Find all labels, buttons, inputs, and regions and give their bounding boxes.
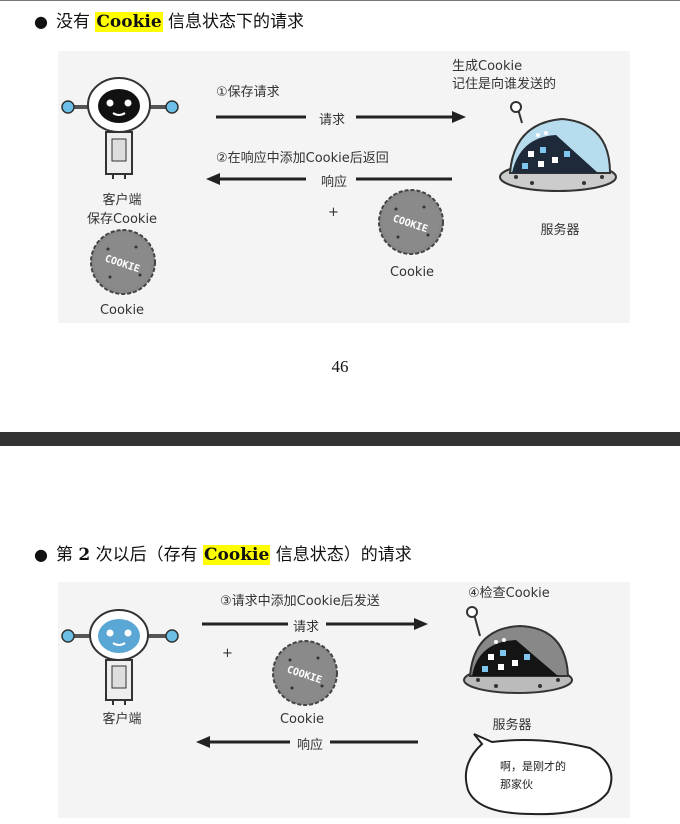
section2-heading: ●第 2 次以后（存有 Cookie 信息状态）的请求 xyxy=(34,545,412,565)
server-robot-icon xyxy=(499,101,617,192)
plus-sign: + xyxy=(328,205,339,220)
server-label: 服务器 xyxy=(540,223,580,238)
client-label: 客户端 xyxy=(102,712,142,727)
cookie-highlight: Cookie xyxy=(95,12,163,32)
page-47: ●第 2 次以后（存有 Cookie 信息状态）的请求 客户端 ③请求中添加Co… xyxy=(0,446,680,824)
bullet: ● xyxy=(34,545,48,564)
bubble-text-line1: 啊，是刚才的 xyxy=(500,760,566,773)
server-note-line1: 生成Cookie xyxy=(452,59,523,74)
client-cookie-caption: 保存Cookie xyxy=(86,212,158,227)
figure-with-cookie: 客户端 ③请求中添加Cookie后发送 请求 + COOKIE Cookie 响… xyxy=(58,582,630,818)
bubble-text-line2: 那家伙 xyxy=(500,778,533,791)
cookie-icon: COOKIE xyxy=(90,229,156,295)
client-label: 客户端 xyxy=(102,193,142,208)
page-number: 46 xyxy=(331,357,349,376)
step3-label: ③请求中添加Cookie后发送 xyxy=(220,594,380,609)
client-robot-icon xyxy=(61,609,179,705)
server-note-line2: 记住是向谁发送的 xyxy=(452,77,557,92)
client-robot-icon xyxy=(61,77,179,179)
plus-sign: + xyxy=(222,646,233,661)
speech-bubble xyxy=(464,733,613,816)
request-label: 请求 xyxy=(318,113,346,128)
client-cookie-label: Cookie xyxy=(99,303,145,318)
response-label: 响应 xyxy=(320,175,348,190)
response-label: 响应 xyxy=(296,738,324,753)
step4-label: ④检查Cookie xyxy=(468,586,550,601)
cookie-highlight: Cookie xyxy=(203,545,271,565)
response-cookie-label: Cookie xyxy=(389,265,435,280)
server-label: 服务器 xyxy=(492,718,532,733)
response-arrow xyxy=(206,173,452,185)
request-arrow xyxy=(202,618,428,630)
cookie-icon: COOKIE xyxy=(378,189,444,255)
page-divider xyxy=(0,432,680,446)
cookie-icon: COOKIE xyxy=(272,640,338,706)
cookie-label: Cookie xyxy=(279,712,325,727)
bullet: ● xyxy=(34,12,48,31)
page-46: ●没有 Cookie 信息状态下的请求 客户端 保存Cookie xyxy=(0,0,680,376)
response-arrow xyxy=(196,736,418,748)
step1-label: ①保存请求 xyxy=(216,85,280,100)
step2-label: ②在响应中添加Cookie后返回 xyxy=(216,151,389,166)
section1-heading: ●没有 Cookie 信息状态下的请求 xyxy=(34,12,305,32)
request-label: 请求 xyxy=(292,620,320,635)
figure-no-cookie: 客户端 保存Cookie COOKIE Cookie ①保存请求 请求 ②在响应… xyxy=(58,51,630,323)
request-arrow xyxy=(216,111,466,123)
server-robot-icon xyxy=(463,606,573,694)
